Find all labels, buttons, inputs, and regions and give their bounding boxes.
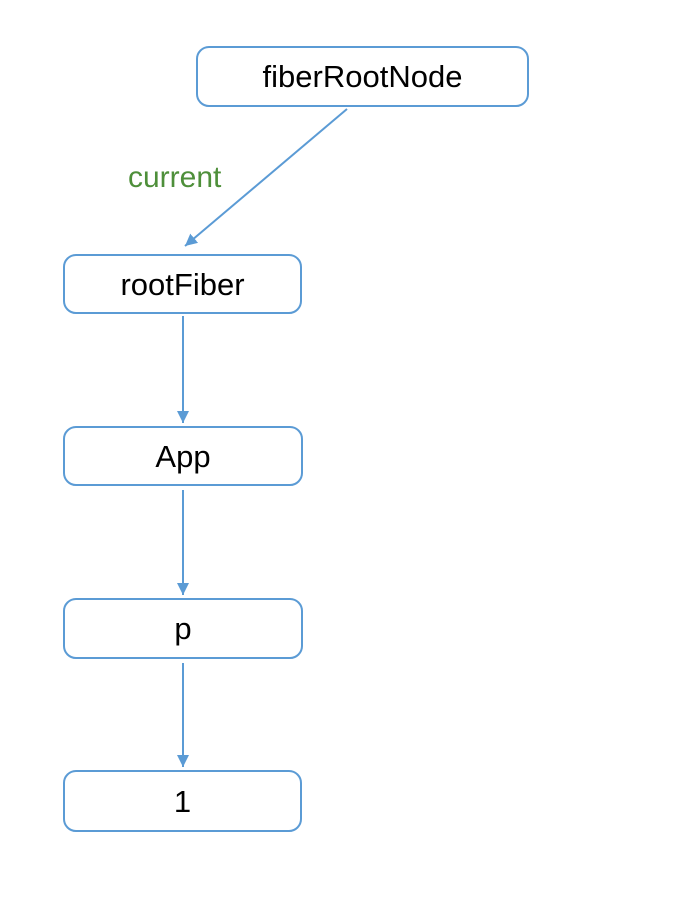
edge-label-current: current	[128, 161, 222, 194]
node-rootfiber: rootFiber	[63, 254, 302, 314]
node-fiberrootnode: fiberRootNode	[196, 46, 529, 107]
edge-current-arrow	[184, 108, 348, 247]
node-app: App	[63, 426, 303, 486]
node-fiberrootnode-label: fiberRootNode	[262, 59, 463, 94]
node-rootfiber-label: rootFiber	[120, 266, 245, 302]
node-1-label: 1	[173, 783, 192, 819]
node-p-label: p	[174, 611, 192, 646]
node-p: p	[63, 598, 303, 659]
node-app-label: App	[155, 438, 211, 474]
node-1: 1	[63, 770, 302, 832]
